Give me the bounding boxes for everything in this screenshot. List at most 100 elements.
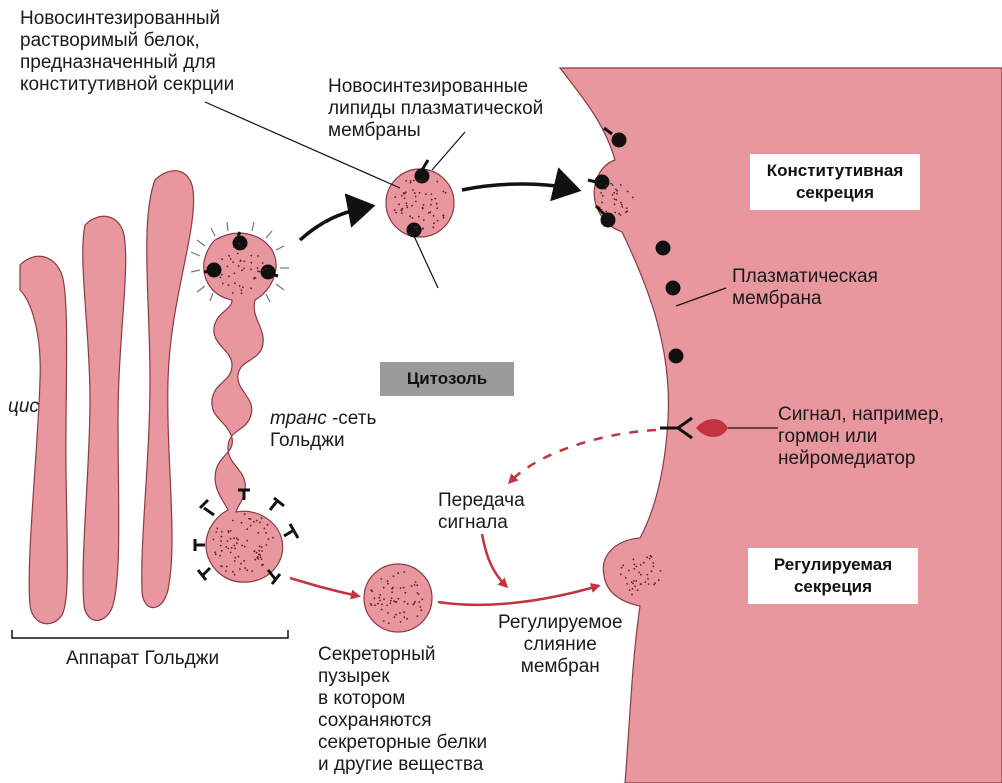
stipple-dot — [433, 222, 435, 224]
stipple-dot — [244, 567, 246, 569]
stipple-dot — [627, 191, 629, 193]
stipple-dot — [634, 585, 636, 587]
stipple-dot — [631, 581, 633, 583]
arrow-vesicle-to-membrane — [462, 184, 578, 190]
stipple-dot — [412, 189, 414, 191]
stipple-dot — [418, 601, 420, 603]
stipple-dot — [413, 180, 415, 182]
stipple-dot — [431, 199, 433, 201]
arrow-golgi-to-vesicle — [300, 206, 372, 240]
stipple-dot — [260, 556, 262, 558]
stipple-dot — [635, 580, 637, 582]
stipple-dot — [383, 598, 385, 600]
stipple-dot — [234, 560, 236, 562]
stipple-dot — [419, 180, 421, 182]
stipple-dot — [374, 604, 376, 606]
stipple-dot — [633, 580, 635, 582]
stipple-dot — [443, 217, 445, 219]
stipple-dot — [404, 197, 406, 199]
stipple-dot — [241, 292, 243, 294]
stipple-dot — [401, 212, 403, 214]
stipple-dot — [254, 550, 256, 552]
stipple-dot — [403, 571, 405, 573]
stipple-dot — [651, 556, 653, 558]
stipple-dot — [406, 207, 408, 209]
stipple-dot — [660, 570, 662, 572]
stipple-dot — [599, 206, 601, 208]
stipple-dot — [652, 562, 654, 564]
stipple-dot — [221, 565, 223, 567]
stipple-dot — [632, 588, 634, 590]
stipple-dot — [378, 597, 380, 599]
stipple-dot — [267, 524, 269, 526]
stipple-dot — [388, 622, 390, 624]
stipple-dot — [620, 202, 622, 204]
label-soluble-protein: Новосинтезированный растворимый белок, п… — [20, 8, 234, 96]
stipple-dot — [234, 557, 236, 559]
stipple-dot — [610, 183, 612, 185]
stipple-dot — [370, 589, 372, 591]
stipple-dot — [436, 203, 438, 205]
label-constitutive-secretion: Конститутивная секреция — [750, 154, 920, 210]
stipple-dot — [250, 287, 252, 289]
stipple-dot — [228, 255, 230, 257]
stipple-dot — [417, 592, 419, 594]
stipple-dot — [399, 612, 401, 614]
stipple-dot — [636, 566, 638, 568]
stipple-dot — [215, 553, 217, 555]
stipple-dot — [233, 272, 235, 274]
stipple-dot — [407, 603, 409, 605]
stipple-dot — [403, 587, 405, 589]
stipple-dot — [421, 598, 423, 600]
stipple-dot — [436, 207, 438, 209]
stipple-dot — [401, 210, 403, 212]
stipple-dot — [250, 268, 252, 270]
stipple-dot — [632, 583, 634, 585]
stipple-dot — [227, 548, 229, 550]
stipple-dot — [442, 191, 444, 193]
stipple-dot — [432, 227, 434, 229]
stipple-dot — [239, 285, 241, 287]
stipple-dot — [386, 605, 388, 607]
stipple-dot — [430, 204, 432, 206]
stipple-dot — [236, 542, 238, 544]
stipple-dot — [406, 205, 408, 207]
stipple-dot — [394, 209, 396, 211]
stipple-dot — [265, 268, 267, 270]
stipple-dot — [244, 513, 246, 515]
stipple-dot — [411, 585, 413, 587]
stipple-dot — [416, 226, 418, 228]
stipple-dot — [613, 192, 615, 194]
golgi-cisterna-2 — [83, 216, 126, 620]
stipple-dot — [431, 193, 433, 195]
stipple-dot — [246, 528, 248, 530]
stipple-dot — [250, 262, 252, 264]
stipple-dot — [234, 548, 236, 550]
stipple-dot — [406, 618, 408, 620]
stipple-dot — [222, 283, 224, 285]
stipple-dot — [230, 538, 232, 540]
stipple-dot — [401, 208, 403, 210]
stipple-dot — [429, 211, 431, 213]
stipple-dot — [628, 570, 630, 572]
stipple-dot — [230, 530, 232, 532]
golgi-cisterna-1 — [20, 256, 67, 623]
stipple-dot — [259, 545, 261, 547]
stipple-dot — [392, 587, 394, 589]
golgi-cisterna-3 — [142, 171, 194, 608]
stipple-dot — [236, 537, 238, 539]
stipple-dot — [648, 583, 650, 585]
stipple-dot — [267, 538, 269, 540]
stipple-dot — [653, 566, 655, 568]
stipple-dot — [220, 545, 222, 547]
stipple-dot — [614, 212, 616, 214]
stipple-dot — [420, 180, 422, 182]
stipple-dot — [265, 544, 267, 546]
label-signal: Сигнал, например, гормон или нейромедиат… — [778, 404, 944, 470]
stipple-dot — [620, 214, 622, 216]
stipple-dot — [387, 580, 389, 582]
stipple-dot — [418, 594, 420, 596]
stipple-dot — [246, 540, 248, 542]
stipple-dot — [239, 243, 241, 245]
stipple-dot — [621, 204, 623, 206]
